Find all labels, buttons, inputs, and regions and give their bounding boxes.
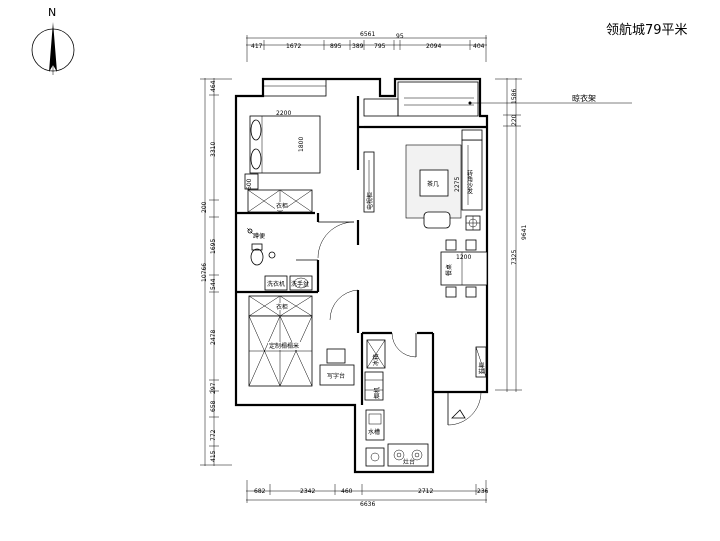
tea-table: [419, 169, 449, 197]
armchair: [423, 211, 451, 229]
second-bedroom: 衣柜 定制榻榻米 写字台: [248, 289, 359, 387]
pillow-icon: [250, 119, 262, 141]
nightstand: [244, 173, 259, 190]
label-tatami: 定制榻榻米: [269, 342, 299, 350]
dim-top-total: 6561: [360, 31, 375, 38]
label-wardrobe-2: 衣柜: [276, 303, 288, 311]
chair: [465, 239, 477, 251]
dim-bottom-4: 236: [477, 488, 489, 495]
washing-machine: [264, 275, 288, 291]
dim-left-3: 1695: [210, 239, 217, 254]
label-stove: 灶台: [403, 458, 415, 466]
dim-bottom-0: 682: [254, 488, 266, 495]
bathroom: 蹲便 洗衣机 洗手盆: [246, 227, 318, 291]
dim-top-6: 2094: [426, 43, 441, 50]
dim-top-2: 895: [330, 43, 342, 50]
dim-bottom-3: 2712: [418, 488, 433, 495]
dim-left-8: 772: [210, 429, 217, 441]
dim-bottom-total: 6636: [360, 501, 375, 508]
label-range-hood: 烟机: [373, 387, 381, 399]
walls: [234, 77, 489, 474]
nightstand-dim: 600: [246, 178, 253, 190]
dim-right-0: 1586: [511, 89, 518, 104]
toilet-icon: [250, 248, 264, 266]
living-room: 电视柜 茶几 转角沙发 2275 1200 餐桌 鞋柜: [363, 129, 488, 426]
dim-bottom-2: 460: [341, 488, 353, 495]
dim-right-total: 9641: [521, 225, 528, 240]
label-drying-rack: 晾衣架: [572, 93, 596, 103]
dim-left-2: 200: [201, 201, 208, 213]
north-label: N: [48, 6, 56, 19]
dim-left-total: 10766: [201, 263, 208, 282]
counter: [364, 371, 384, 401]
north-arrow-icon: N: [31, 6, 75, 75]
chair: [445, 239, 457, 251]
label-fridge: 冰箱: [372, 354, 380, 366]
dim-bottom-1: 2342: [300, 488, 315, 495]
label-wardrobe: 衣柜: [276, 202, 288, 210]
dim-right-2: 7325: [511, 250, 518, 265]
kitchen: 冰箱 烟机 水槽 灶台: [364, 332, 429, 467]
right-dimension-line: 1586 220 7325 9641: [495, 78, 528, 392]
label-tea-table: 茶几: [427, 180, 439, 188]
dim-right-1: 220: [511, 114, 518, 126]
label-sofa: 转角沙发: [466, 169, 473, 195]
washbasin: [289, 275, 313, 291]
chair: [465, 286, 477, 298]
label-washer: 洗衣机: [267, 280, 285, 288]
dim-left-7: 658: [210, 400, 217, 412]
study-desk: [319, 364, 355, 386]
dim-left-9: 415: [210, 450, 217, 462]
left-dimension-line: 464 3310 200 1695 544 2478 297 658 772 4…: [200, 78, 232, 466]
label-dining: 餐桌: [445, 264, 453, 276]
dim-left-0: 464: [210, 80, 217, 92]
bedroom: 2200 1800 600 衣柜: [244, 110, 355, 259]
dim-top-7: 404: [473, 43, 485, 50]
dim-left-5: 2478: [210, 330, 217, 345]
burner-icon: [411, 449, 423, 461]
dim-top-5: 95: [396, 33, 404, 40]
dining-table-dim: 1200: [456, 254, 471, 261]
label-toilet: 蹲便: [253, 232, 265, 240]
dim-left-4: 544: [210, 278, 217, 290]
dim-top-3: 389: [352, 43, 364, 50]
label-tv-cabinet: 电视柜: [366, 192, 374, 210]
label-study-desk: 写字台: [327, 372, 345, 380]
label-washbasin: 洗手盆: [291, 280, 309, 288]
double-bed: [249, 115, 321, 174]
dim-top-0: 417: [251, 43, 263, 50]
top-dimension-line: 417 1672 895 389 795 95 2094 404 6561: [246, 31, 487, 62]
stove: [387, 443, 429, 467]
dining-table: [440, 251, 488, 286]
bed-length-dim: 1800: [298, 137, 305, 152]
sink: [365, 409, 385, 441]
dim-left-6: 297: [210, 382, 217, 394]
dim-left-1: 3310: [210, 142, 217, 157]
bed-width-dim: 2200: [276, 110, 291, 117]
dim-top-1: 1672: [286, 43, 301, 50]
drying-rack-callout: 晾衣架: [468, 93, 632, 105]
plan-title: 领航城79平米: [606, 22, 688, 38]
dim-top-4: 795: [374, 43, 386, 50]
bottom-dimension-line: 682 2342 460 2712 236 6636: [246, 480, 489, 508]
label-entry-cabinet: 鞋柜: [478, 362, 486, 374]
sofa-dim: 2275: [454, 177, 461, 192]
pillow-icon: [250, 148, 262, 170]
chair: [445, 286, 457, 298]
burner-icon: [393, 449, 405, 461]
label-sink: 水槽: [368, 428, 380, 436]
